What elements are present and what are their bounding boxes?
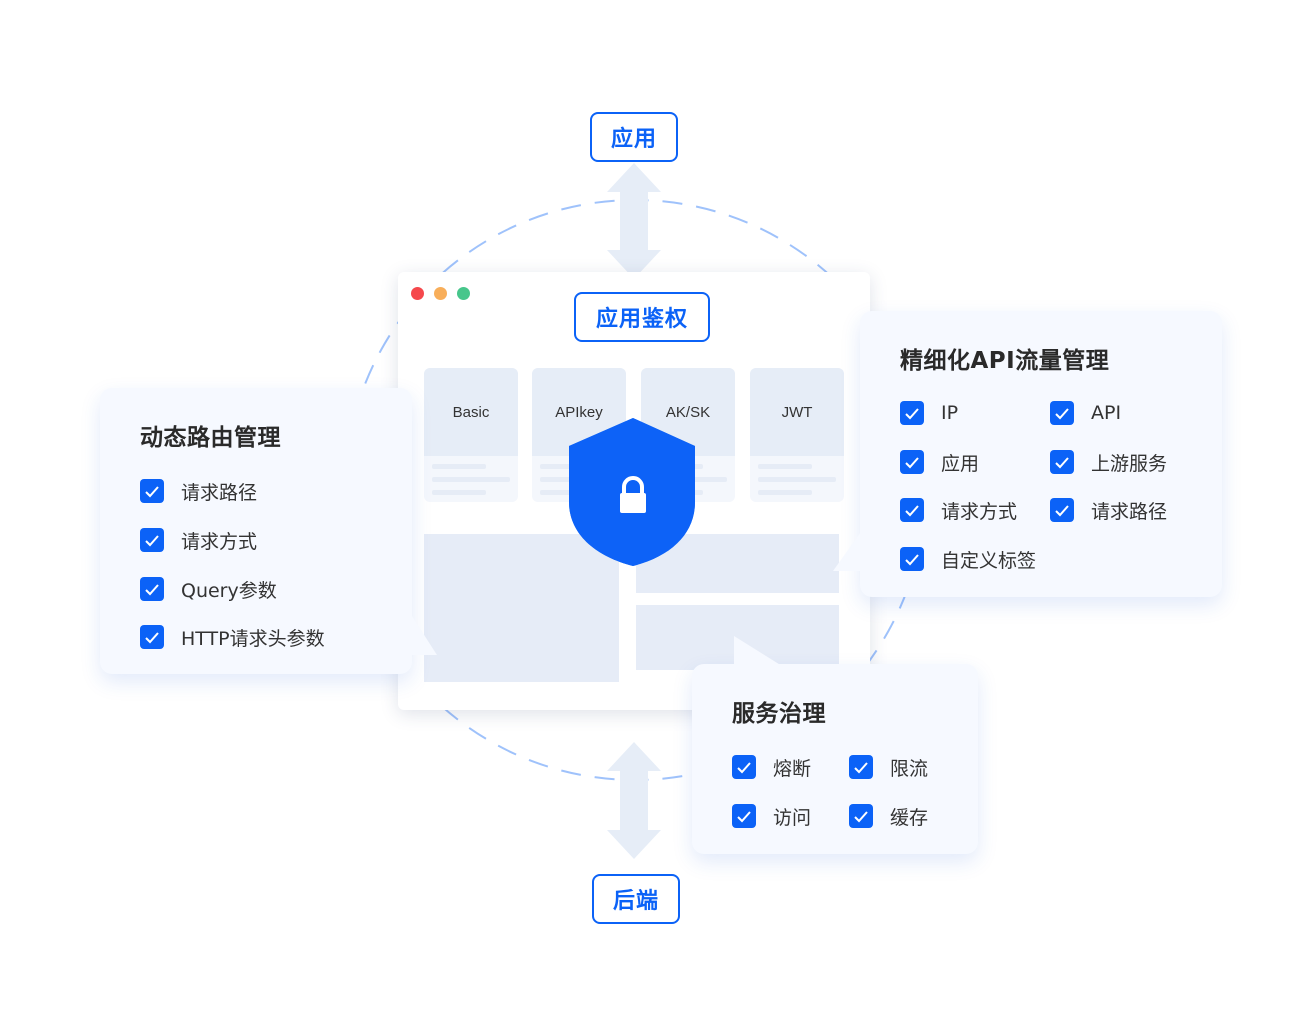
placeholder-line (758, 477, 836, 482)
traffic-panel: 精细化API流量管理 IP API 应用 上游服务 请求方式 请求路径 自定义标… (833, 311, 1222, 597)
auth-card-basic: Basic (424, 368, 518, 502)
governance-item-label: 熔断 (773, 757, 812, 780)
placeholder-line (540, 490, 594, 495)
traffic-item-label: API (1091, 402, 1122, 424)
routing-panel: 动态路由管理 请求路径 请求方式 Query参数 HTTP请求头参数 (100, 388, 437, 674)
app-node-label: 应用 (610, 127, 657, 152)
backend-node: 后端 (592, 874, 680, 924)
governance-item-label: 限流 (890, 757, 929, 780)
auth-method-label: Basic (424, 368, 518, 456)
auth-title-tag: 应用鉴权 (574, 292, 710, 342)
traffic-item-label: 应用 (941, 452, 980, 475)
checkbox-checked-icon[interactable] (900, 450, 924, 474)
window-maximize-dot (457, 287, 470, 300)
top-double-arrow (607, 163, 661, 279)
routing-item-label: HTTP请求头参数 (181, 627, 325, 650)
governance-item-label: 缓存 (890, 806, 929, 829)
checkbox-checked-icon[interactable] (1050, 401, 1074, 425)
panel-pointer (833, 529, 863, 571)
routing-item[interactable]: HTTP请求头参数 (140, 625, 325, 650)
placeholder-line (758, 464, 812, 469)
security-shield (569, 418, 695, 566)
traffic-item-label: 上游服务 (1091, 452, 1168, 475)
traffic-item[interactable]: 请求方式 (900, 498, 1018, 523)
traffic-item[interactable]: 上游服务 (1050, 450, 1168, 475)
panel-pointer (734, 636, 782, 666)
placeholder-line (432, 464, 486, 469)
panel-pointer (410, 613, 437, 655)
checkbox-checked-icon[interactable] (900, 547, 924, 571)
checkbox-checked-icon[interactable] (900, 498, 924, 522)
auth-method-label: JWT (750, 368, 844, 456)
governance-item[interactable]: 熔断 (732, 755, 812, 780)
traffic-item[interactable]: IP (900, 401, 958, 425)
lock-icon (620, 476, 646, 513)
routing-item-label: Query参数 (181, 579, 277, 602)
window-close-dot (411, 287, 424, 300)
traffic-item-label: 请求路径 (1091, 500, 1168, 523)
checkbox-checked-icon[interactable] (732, 755, 756, 779)
content-block-large (424, 534, 619, 682)
governance-item[interactable]: 缓存 (849, 804, 929, 829)
checkbox-checked-icon[interactable] (140, 625, 164, 649)
window-minimize-dot (434, 287, 447, 300)
routing-panel-title: 动态路由管理 (140, 425, 281, 451)
routing-item-label: 请求方式 (181, 530, 258, 553)
traffic-item-label: 请求方式 (941, 500, 1018, 523)
checkbox-checked-icon[interactable] (140, 528, 164, 552)
routing-item[interactable]: 请求路径 (140, 479, 258, 504)
governance-panel: 服务治理 熔断 限流 访问 缓存 (692, 636, 978, 854)
checkbox-checked-icon[interactable] (140, 577, 164, 601)
checkbox-checked-icon[interactable] (1050, 498, 1074, 522)
placeholder-line (432, 477, 510, 482)
traffic-item[interactable]: 自定义标签 (900, 547, 1037, 572)
auth-title: 应用鉴权 (595, 307, 688, 332)
governance-item[interactable]: 限流 (849, 755, 929, 780)
shield-icon (569, 418, 695, 566)
checkbox-checked-icon[interactable] (900, 401, 924, 425)
governance-item[interactable]: 访问 (732, 804, 812, 829)
bottom-double-arrow (607, 742, 661, 859)
auth-method-label: APIkey (532, 368, 626, 456)
governance-panel-title: 服务治理 (732, 701, 826, 727)
traffic-item[interactable]: 应用 (900, 450, 980, 475)
checkbox-checked-icon[interactable] (849, 804, 873, 828)
traffic-item-label: IP (941, 402, 959, 424)
routing-item[interactable]: Query参数 (140, 577, 277, 602)
checkbox-checked-icon[interactable] (732, 804, 756, 828)
routing-item-label: 请求路径 (181, 481, 258, 504)
placeholder-line (540, 464, 594, 469)
checkbox-checked-icon[interactable] (140, 479, 164, 503)
traffic-panel-title: 精细化API流量管理 (900, 348, 1110, 374)
checkbox-checked-icon[interactable] (1050, 450, 1074, 474)
governance-item-label: 访问 (773, 806, 812, 829)
auth-card-jwt: JWT (750, 368, 844, 502)
traffic-item-label: 自定义标签 (941, 549, 1037, 572)
traffic-item[interactable]: API (1050, 401, 1121, 425)
placeholder-line (432, 490, 486, 495)
app-node: 应用 (590, 112, 678, 162)
backend-node-label: 后端 (612, 889, 659, 914)
placeholder-line (758, 490, 812, 495)
routing-item[interactable]: 请求方式 (140, 528, 258, 553)
checkbox-checked-icon[interactable] (849, 755, 873, 779)
traffic-item[interactable]: 请求路径 (1050, 498, 1168, 523)
